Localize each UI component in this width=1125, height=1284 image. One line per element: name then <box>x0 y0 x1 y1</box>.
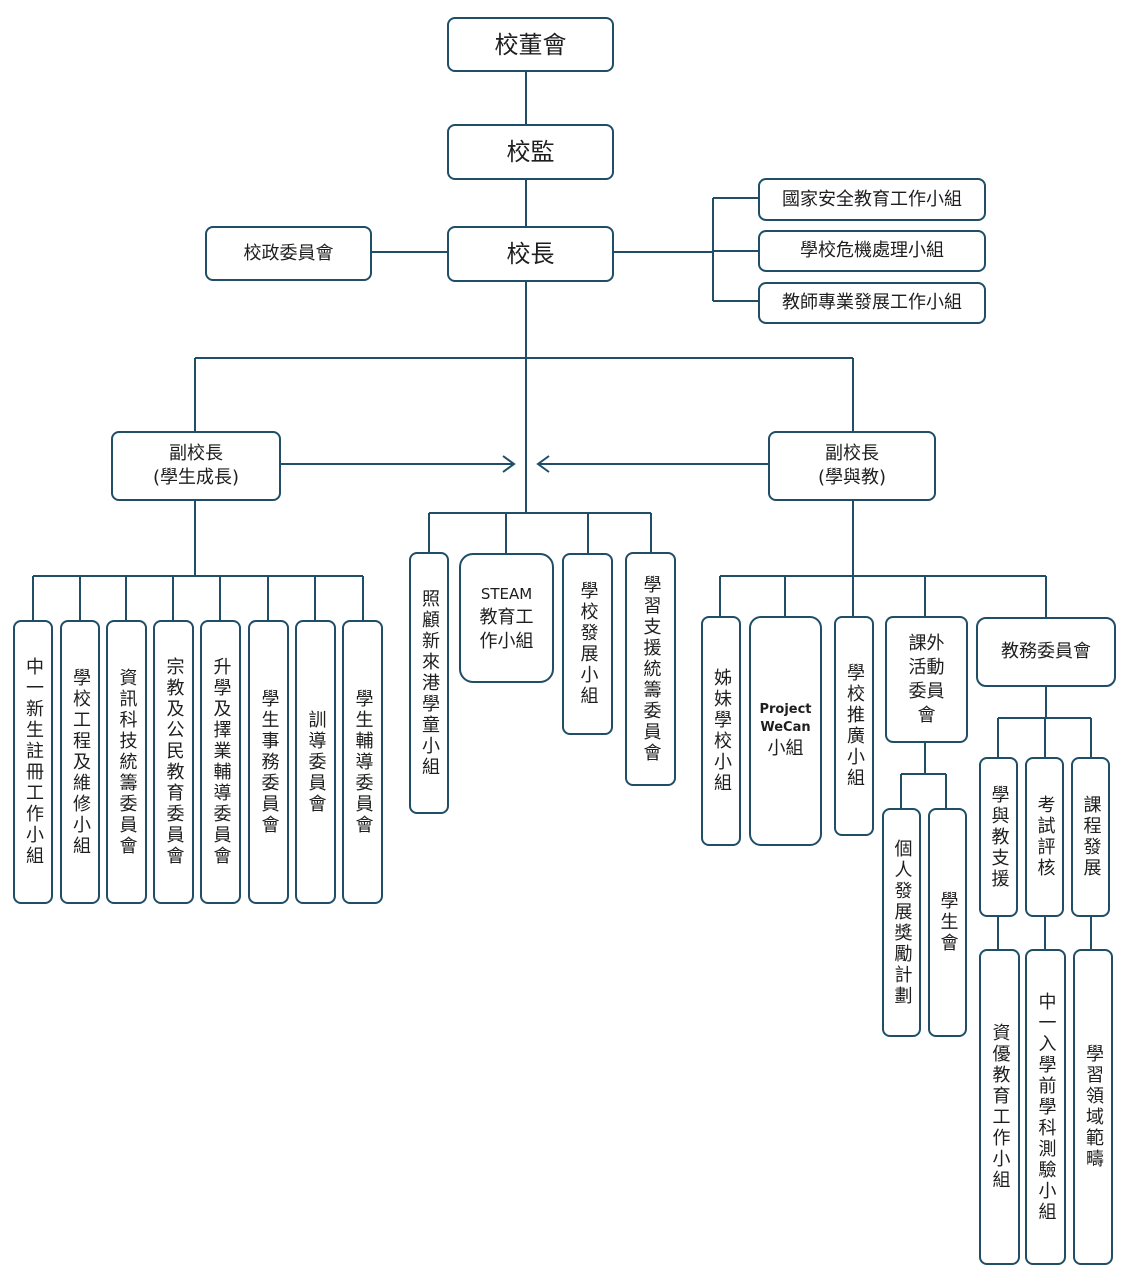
group-node: 課程發展 <box>1071 757 1110 917</box>
group-node: 中一入學前學科測驗小組 <box>1025 949 1066 1265</box>
crisis-node: 學校危機處理小組 <box>758 230 986 272</box>
teacher-pd-node: 教師專業發展工作小組 <box>758 282 986 324</box>
project-wecan-node: Project WeCan 小組 <box>749 616 822 846</box>
vp-teaching-node: 副校長 (學與教) <box>768 431 936 501</box>
group-label: 照顧新來港學童小組 <box>419 588 440 778</box>
group-label: 資訊科技統籌委員會 <box>116 667 138 857</box>
project-wecan-label: Project WeCan <box>759 702 812 735</box>
project-wecan-sub-label: 小組 <box>767 738 804 759</box>
board-node: 校董會 <box>447 17 614 72</box>
group-label: 學校工程及維修小組 <box>70 667 91 857</box>
group-node: 升學及擇業輔導委員會 <box>200 620 241 904</box>
group-node: 考試評核 <box>1025 757 1064 917</box>
group-node: 照顧新來港學童小組 <box>409 552 449 814</box>
group-label: 課程發展 <box>1080 795 1102 879</box>
group-node: 資優教育工作小組 <box>979 949 1020 1265</box>
extracurricular-label: 課外 活動 委員 會 <box>908 632 945 726</box>
group-label: 資優教育工作小組 <box>989 1023 1011 1191</box>
group-node: 學生輔導委員會 <box>342 620 383 904</box>
group-node: 資訊科技統籌委員會 <box>106 620 147 904</box>
group-label: 學校發展小組 <box>577 581 599 707</box>
steam-label: STEAM <box>480 585 533 603</box>
group-label: 訓導委員會 <box>305 709 327 815</box>
group-label: 中一入學前學科測驗小組 <box>1035 991 1057 1223</box>
group-label: 學與教支援 <box>988 784 1010 890</box>
national-security-node: 國家安全教育工作小組 <box>758 178 986 221</box>
group-node: 個人發展獎勵計劃 <box>882 808 921 1037</box>
vp-teaching-sub: (學與教) <box>817 467 887 488</box>
group-label: 學習支援統籌委員會 <box>640 574 662 764</box>
group-node: 學與教支援 <box>979 757 1018 917</box>
group-node: 學校推廣小組 <box>834 616 874 836</box>
group-node: 姊妹學校小組 <box>701 616 741 846</box>
group-node: 學生事務委員會 <box>248 620 289 904</box>
group-label: 升學及擇業輔導委員會 <box>210 657 232 867</box>
group-label: 學校推廣小組 <box>844 663 865 789</box>
vp-growth-sub: (學生成長) <box>152 467 240 488</box>
group-label: 中一新生註冊工作小組 <box>23 657 44 867</box>
vp-growth-node: 副校長 (學生成長) <box>111 431 281 501</box>
supervisor-node: 校監 <box>447 124 614 180</box>
group-node: 學習支援統籌委員會 <box>625 552 676 786</box>
vp-growth-title: 副校長 <box>169 443 223 464</box>
group-node: 學生會 <box>928 808 967 1037</box>
group-label: 學生輔導委員會 <box>352 688 374 836</box>
arrow-head <box>536 455 550 473</box>
steam-node: STEAM 教育工 作小組 <box>459 553 554 683</box>
group-label: 姊妹學校小組 <box>711 668 732 794</box>
group-label: 宗教及公民教育委員會 <box>163 657 185 867</box>
group-node: 宗教及公民教育委員會 <box>153 620 194 904</box>
group-node: 訓導委員會 <box>295 620 336 904</box>
group-node: 學習領域範疇 <box>1073 949 1113 1265</box>
extracurricular-node: 課外 活動 委員 會 <box>885 616 968 743</box>
arrow-head <box>502 455 516 473</box>
steam-sub-label: 教育工 作小組 <box>479 607 534 652</box>
group-label: 學生事務委員會 <box>258 688 280 836</box>
academic-committee-node: 教務委員會 <box>976 617 1116 687</box>
group-node: 中一新生註冊工作小組 <box>13 620 53 904</box>
group-node: 學校工程及維修小組 <box>60 620 100 904</box>
admin-committee-node: 校政委員會 <box>205 226 372 281</box>
group-label: 學習領域範疇 <box>1083 1044 1104 1170</box>
group-node: 學校發展小組 <box>562 553 613 735</box>
vp-teaching-title: 副校長 <box>825 443 879 464</box>
group-label: 考試評核 <box>1034 795 1056 879</box>
principal-node: 校長 <box>447 226 614 282</box>
group-label: 學生會 <box>937 891 959 954</box>
group-label: 個人發展獎勵計劃 <box>891 838 913 1007</box>
